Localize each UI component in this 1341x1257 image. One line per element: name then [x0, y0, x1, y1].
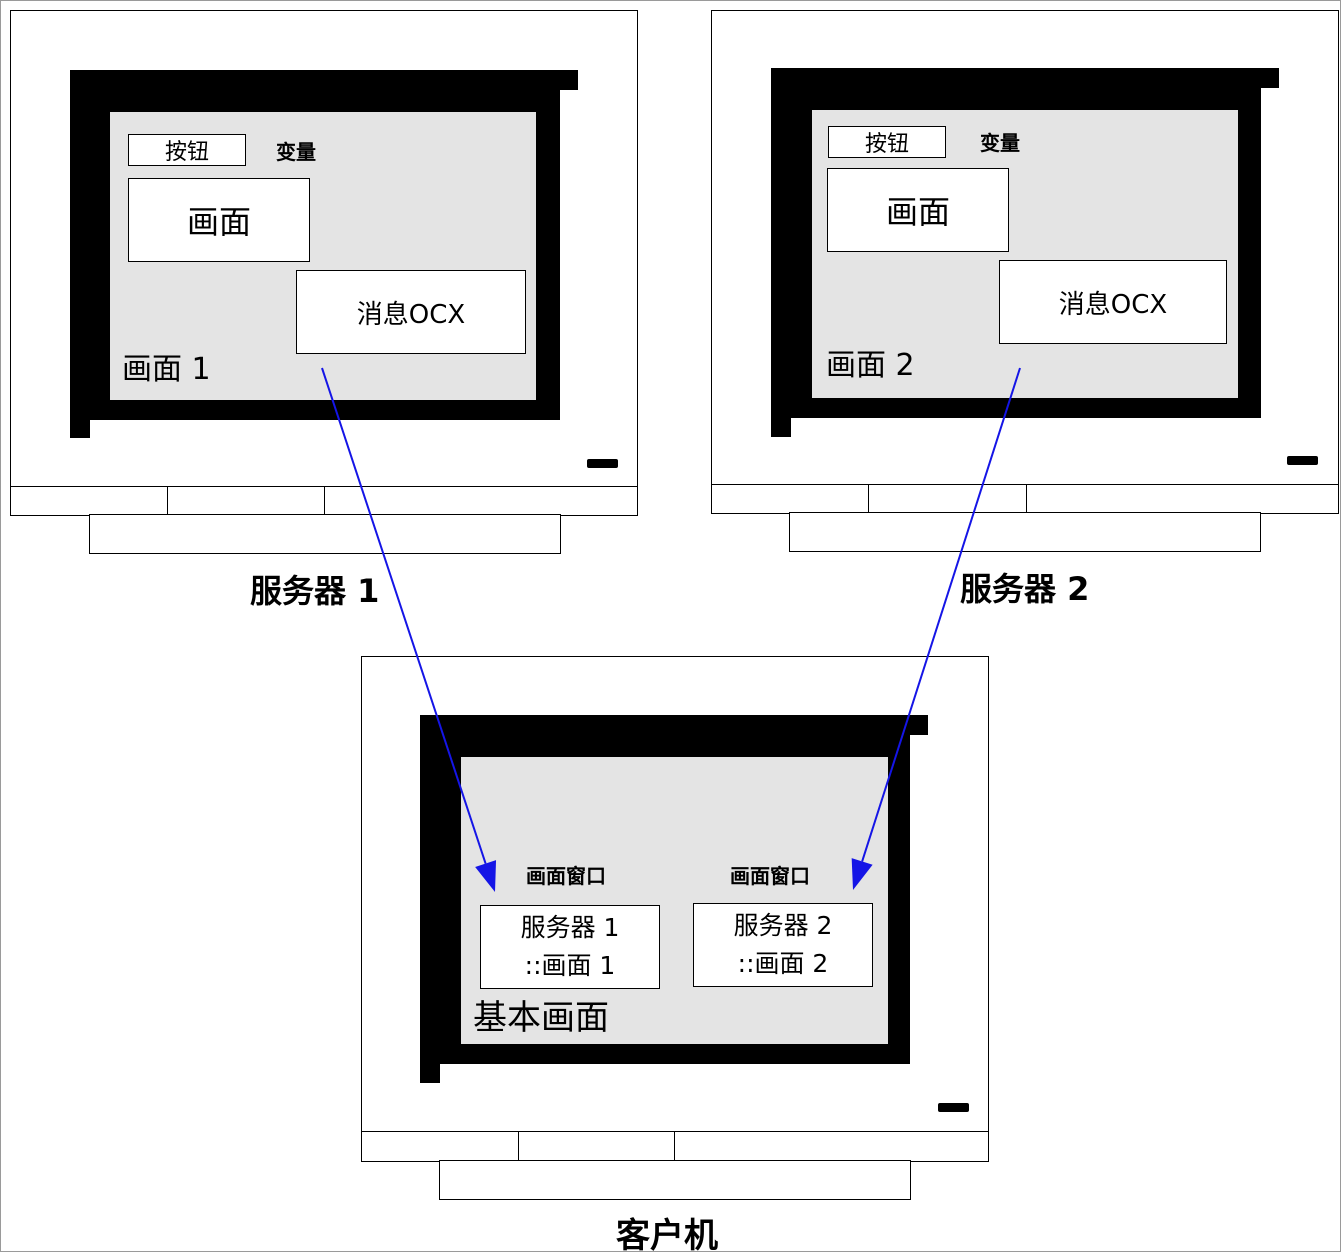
client-bezel-top — [420, 715, 928, 735]
arrow-server2-to-client-head — [851, 858, 873, 890]
client-caption: 客户机 — [616, 1216, 718, 1256]
server1-message-ocx-box: 消息OCX — [296, 270, 526, 354]
server2-power-led — [1287, 456, 1318, 465]
server2-variable-label: 变量 — [980, 131, 1020, 155]
arrow-server1-to-client-line — [321, 367, 487, 864]
client-window1-line1: 服务器 1 — [520, 913, 620, 942]
client-power-led — [938, 1103, 969, 1112]
server1-power-led — [587, 459, 618, 468]
client-screen-name: 基本画面 — [473, 998, 609, 1038]
server2-monitor-stand — [789, 512, 1261, 552]
server1-bezel-top — [70, 70, 578, 90]
server1-screen-name: 画面 1 — [122, 352, 211, 387]
client-window2-line2: ::画面 2 — [737, 949, 829, 978]
client-monitor-stand — [439, 1160, 911, 1200]
client-window1-box: 服务器 1 ::画面 1 — [480, 905, 660, 989]
server1-button-box: 按钮 — [128, 134, 246, 166]
server1-monitor-stand — [89, 514, 561, 554]
server1-monitor-base — [10, 486, 638, 516]
client-screen — [461, 757, 888, 1044]
client-window1-title: 画面窗口 — [526, 864, 606, 888]
server2-message-ocx-box: 消息OCX — [999, 260, 1227, 344]
server1-caption: 服务器 1 — [250, 572, 380, 610]
server1-variable-label: 变量 — [276, 140, 316, 164]
server2-button-box: 按钮 — [828, 126, 946, 158]
client-window2-box: 服务器 2 ::画面 2 — [693, 903, 873, 987]
client-window2-title: 画面窗口 — [730, 864, 810, 888]
arrow-server2-to-client-line — [861, 367, 1021, 862]
server2-caption: 服务器 2 — [960, 570, 1090, 608]
server2-screen-name: 画面 2 — [826, 348, 915, 383]
server2-screen — [812, 110, 1238, 398]
client-window1-line2: ::画面 1 — [524, 951, 616, 980]
server2-screen-box: 画面 — [827, 168, 1009, 252]
server2-bezel-top — [771, 68, 1279, 88]
client-window2-line1: 服务器 2 — [733, 911, 833, 940]
server1-screen-box: 画面 — [128, 178, 310, 262]
arrow-server1-to-client-head — [475, 860, 497, 892]
